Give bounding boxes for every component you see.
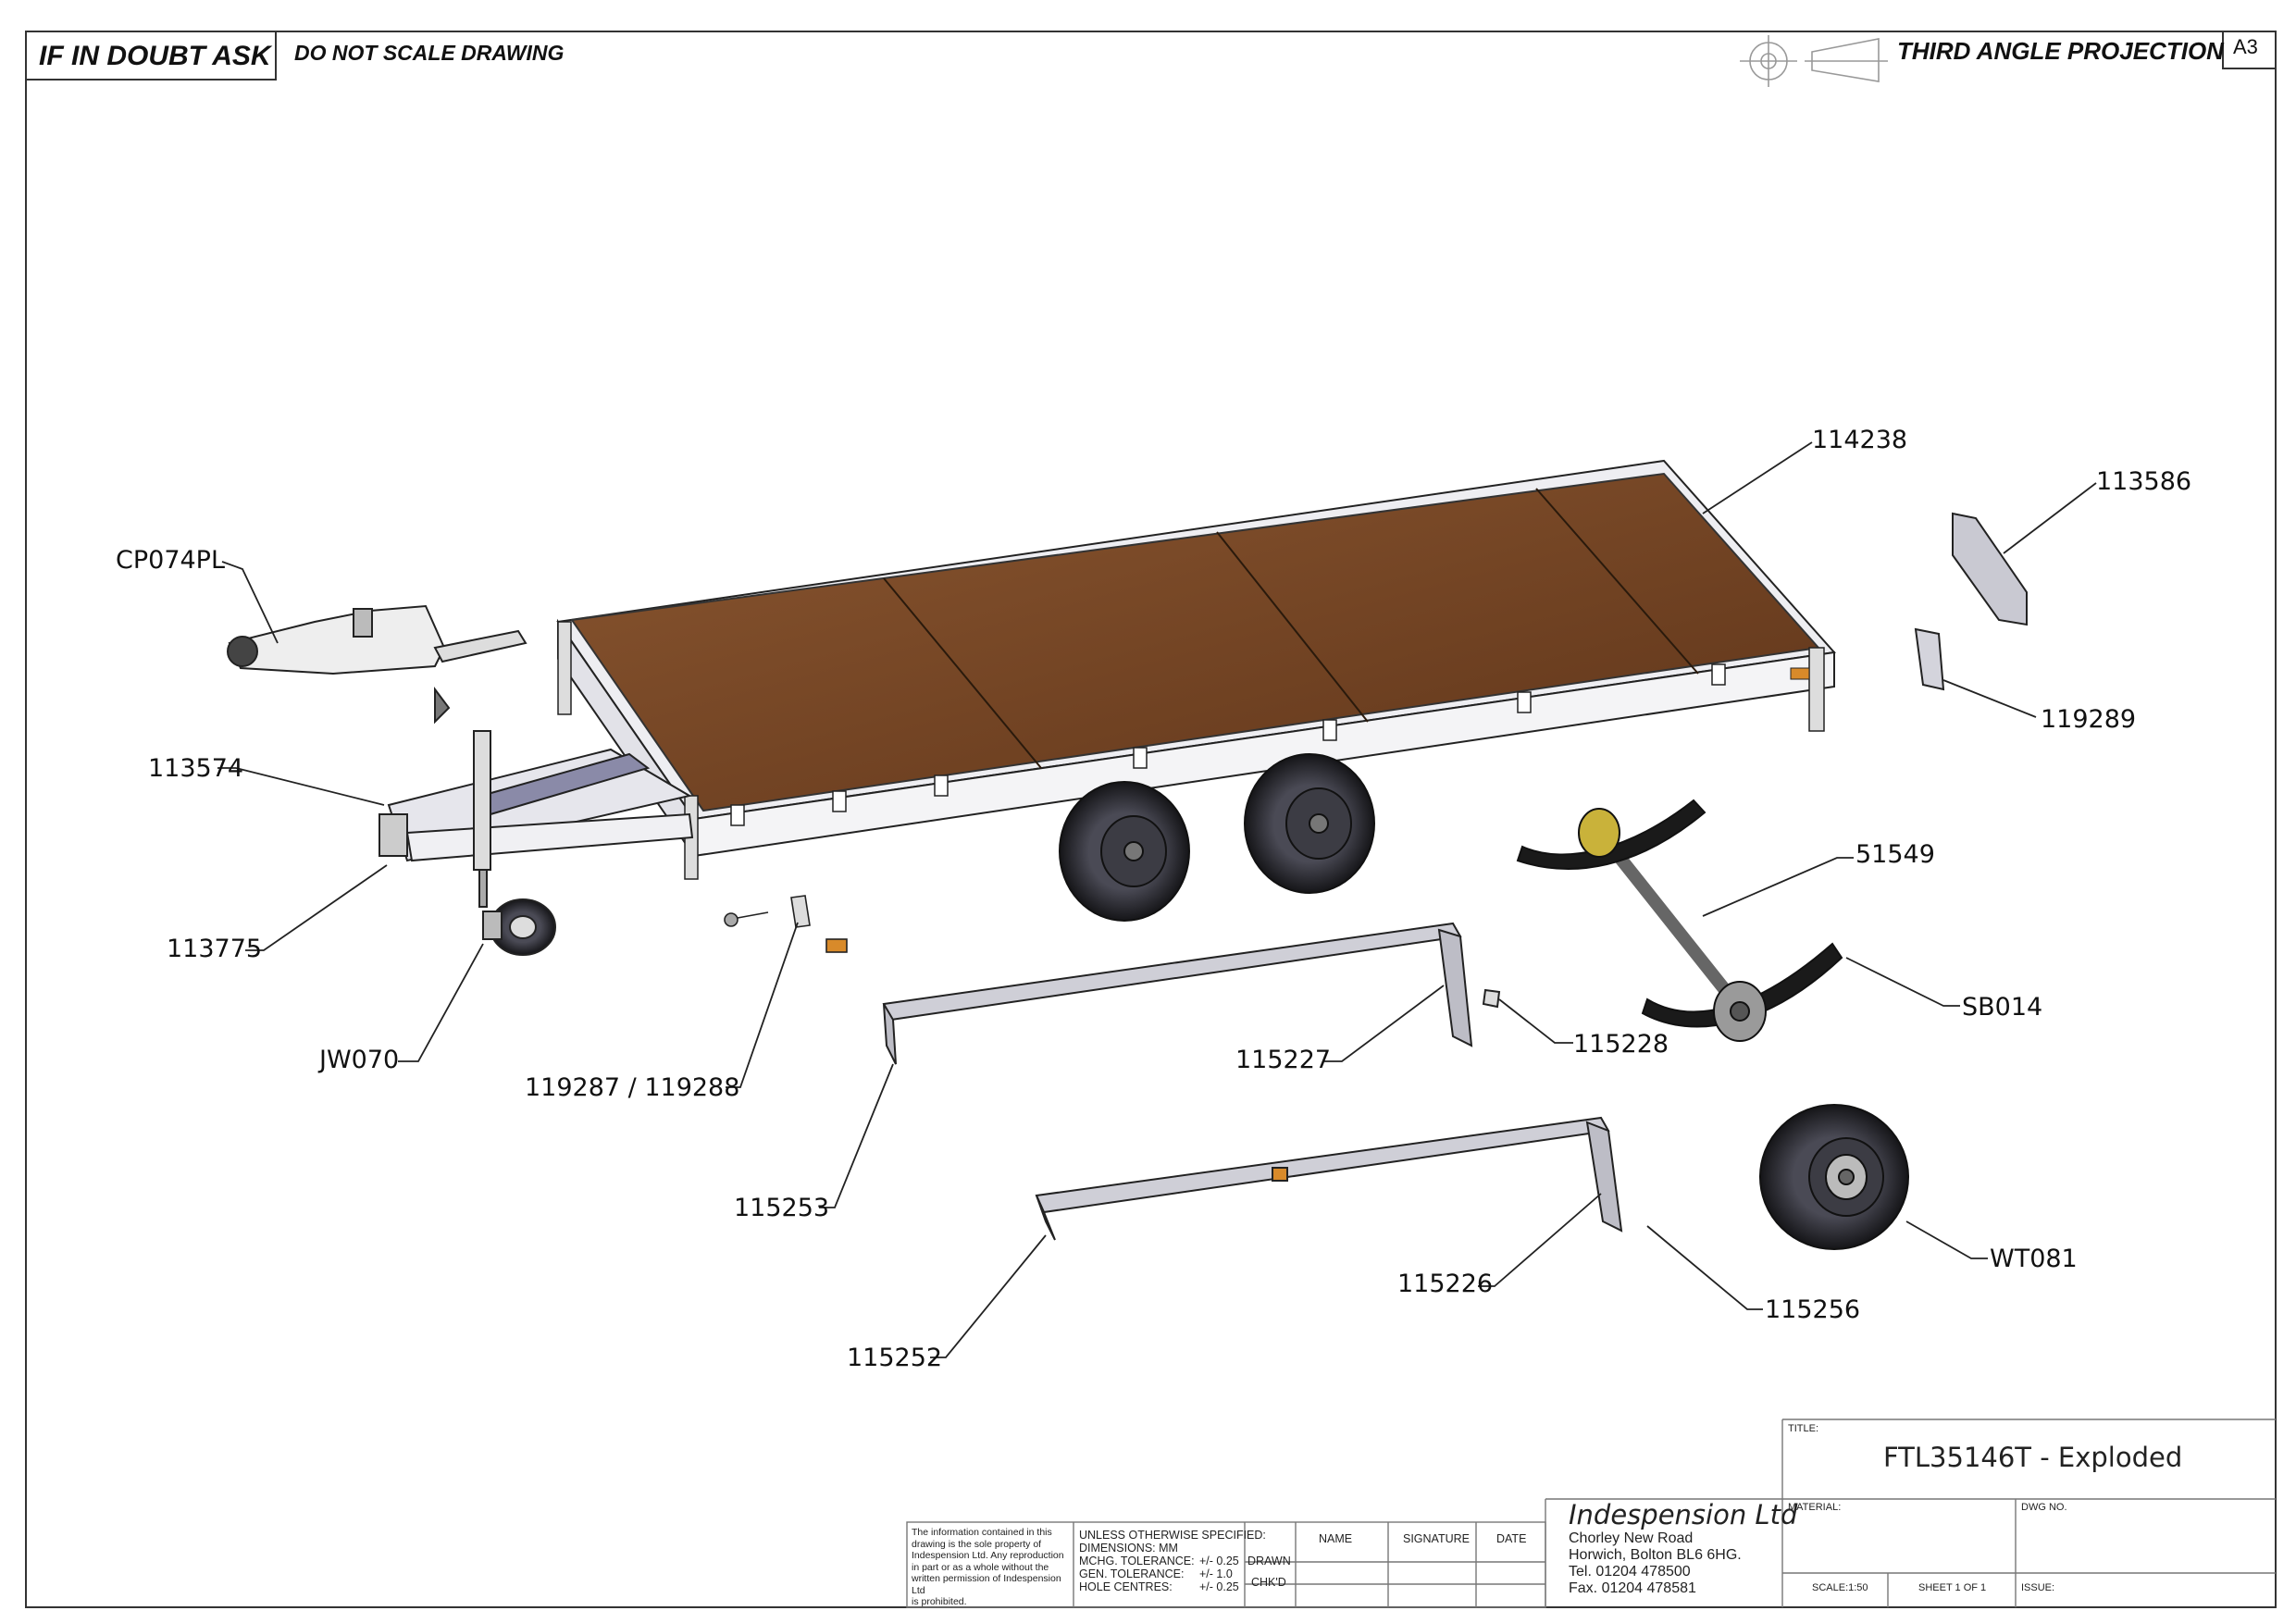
disclaimer-line: Indespension Ltd. Any reproduction: [912, 1550, 1064, 1561]
company-fax: Fax. 01204 478581: [1569, 1580, 1696, 1596]
coupling-head: [227, 604, 527, 725]
drawbar: [379, 748, 694, 862]
callout-119287-119288: 119287 / 119288: [525, 1073, 740, 1102]
sign-row-checked: CHK'D: [1251, 1576, 1286, 1589]
leader-lines: [217, 441, 2097, 1358]
callout-wt081: WT081: [1990, 1245, 2078, 1273]
callout-cp074pl: CP074PL: [116, 546, 225, 575]
callout-jw070: JW070: [319, 1046, 400, 1074]
disclaimer-line: is prohibited.: [912, 1596, 967, 1607]
projection-symbol: [1740, 35, 1888, 87]
callout-115256: 115256: [1765, 1295, 1861, 1324]
if-in-doubt-label: IF IN DOUBT ASK: [39, 41, 271, 71]
scale-value: SCALE:1:50: [1812, 1582, 1868, 1593]
callout-115227: 115227: [1235, 1046, 1332, 1074]
axle-assembly: [1516, 799, 1843, 1042]
drawing-title: FTL35146T - Exploded: [1883, 1442, 2183, 1473]
header-box-left: [25, 31, 277, 81]
callout-113586: 113586: [2096, 467, 2192, 496]
callout-113775: 113775: [167, 935, 263, 963]
sheet-value: SHEET 1 OF 1: [1918, 1582, 1987, 1593]
sheet-size-box: [2222, 31, 2277, 69]
rear-brackets: [1914, 512, 2028, 691]
disclaimer-line: in part or as a whole without the: [912, 1561, 1049, 1573]
callout-sb014: SB014: [1962, 993, 2043, 1022]
material-label: MATERIAL:: [1788, 1502, 1842, 1513]
lower-mudguard-rail: [1035, 1116, 1623, 1241]
callout-119289: 119289: [2041, 705, 2137, 734]
callout-113574: 113574: [148, 754, 244, 783]
sign-col-date: DATE: [1496, 1532, 1527, 1545]
title-label: TITLE:: [1788, 1423, 1819, 1434]
disclaimer-line: The information contained in this: [912, 1527, 1052, 1538]
spare-wheel: [1759, 1104, 1909, 1250]
dwg-no-label: DWG NO.: [2021, 1502, 2067, 1513]
sheet-size-label: A3: [2233, 35, 2258, 58]
callout-115253: 115253: [734, 1194, 830, 1222]
upper-mudguard-rail: [882, 922, 1501, 1065]
sign-col-name: NAME: [1319, 1532, 1353, 1545]
tolerance-hole-value: +/- 0.25: [1199, 1580, 1239, 1593]
tolerance-hole-label: HOLE CENTRES:: [1079, 1580, 1173, 1593]
callout-114238: 114238: [1812, 426, 1908, 454]
company-tel: Tel. 01204 478500: [1569, 1564, 1691, 1580]
tolerance-heading: UNLESS OTHERWISE SPECIFIED:: [1079, 1529, 1266, 1542]
sign-col-signature: SIGNATURE: [1403, 1532, 1470, 1545]
company-address-1: Chorley New Road: [1569, 1530, 1694, 1546]
sign-row-drawn: DRAWN: [1247, 1555, 1291, 1567]
tolerance-dimensions: DIMENSIONS: MM: [1079, 1542, 1178, 1555]
jockey-wheel: [473, 730, 556, 956]
tolerance-mchg-value: +/- 0.25: [1199, 1555, 1239, 1567]
title-block-frame: [906, 1419, 2276, 1608]
issue-label: ISSUE:: [2021, 1582, 2055, 1593]
disclaimer-line: drawing is the sole property of: [912, 1538, 1042, 1550]
callout-51549: 51549: [1855, 840, 1935, 869]
disclaimer-line: written permission of Indespension Ltd: [912, 1573, 1061, 1596]
tolerance-mchg-label: MCHG. TOLERANCE:: [1079, 1555, 1195, 1567]
trailer-deck: [556, 459, 1836, 880]
disclaimer: The information contained in this drawin…: [912, 1527, 1071, 1608]
small-lamp-parts: [724, 895, 848, 953]
tolerance-gen-label: GEN. TOLERANCE:: [1079, 1567, 1185, 1580]
projection-label: THIRD ANGLE PROJECTION: [1897, 37, 2224, 65]
do-not-scale-label: DO NOT SCALE DRAWING: [294, 41, 565, 65]
callout-115252: 115252: [847, 1344, 943, 1372]
trailer-wheels: [1059, 753, 1375, 922]
company-name: Indespension Ltd: [1569, 1499, 1798, 1530]
company-address-2: Horwich, Bolton BL6 6HG.: [1569, 1547, 1742, 1563]
tolerance-gen-value: +/- 1.0: [1199, 1567, 1233, 1580]
callout-115228: 115228: [1573, 1030, 1669, 1059]
callout-115226: 115226: [1397, 1270, 1494, 1298]
